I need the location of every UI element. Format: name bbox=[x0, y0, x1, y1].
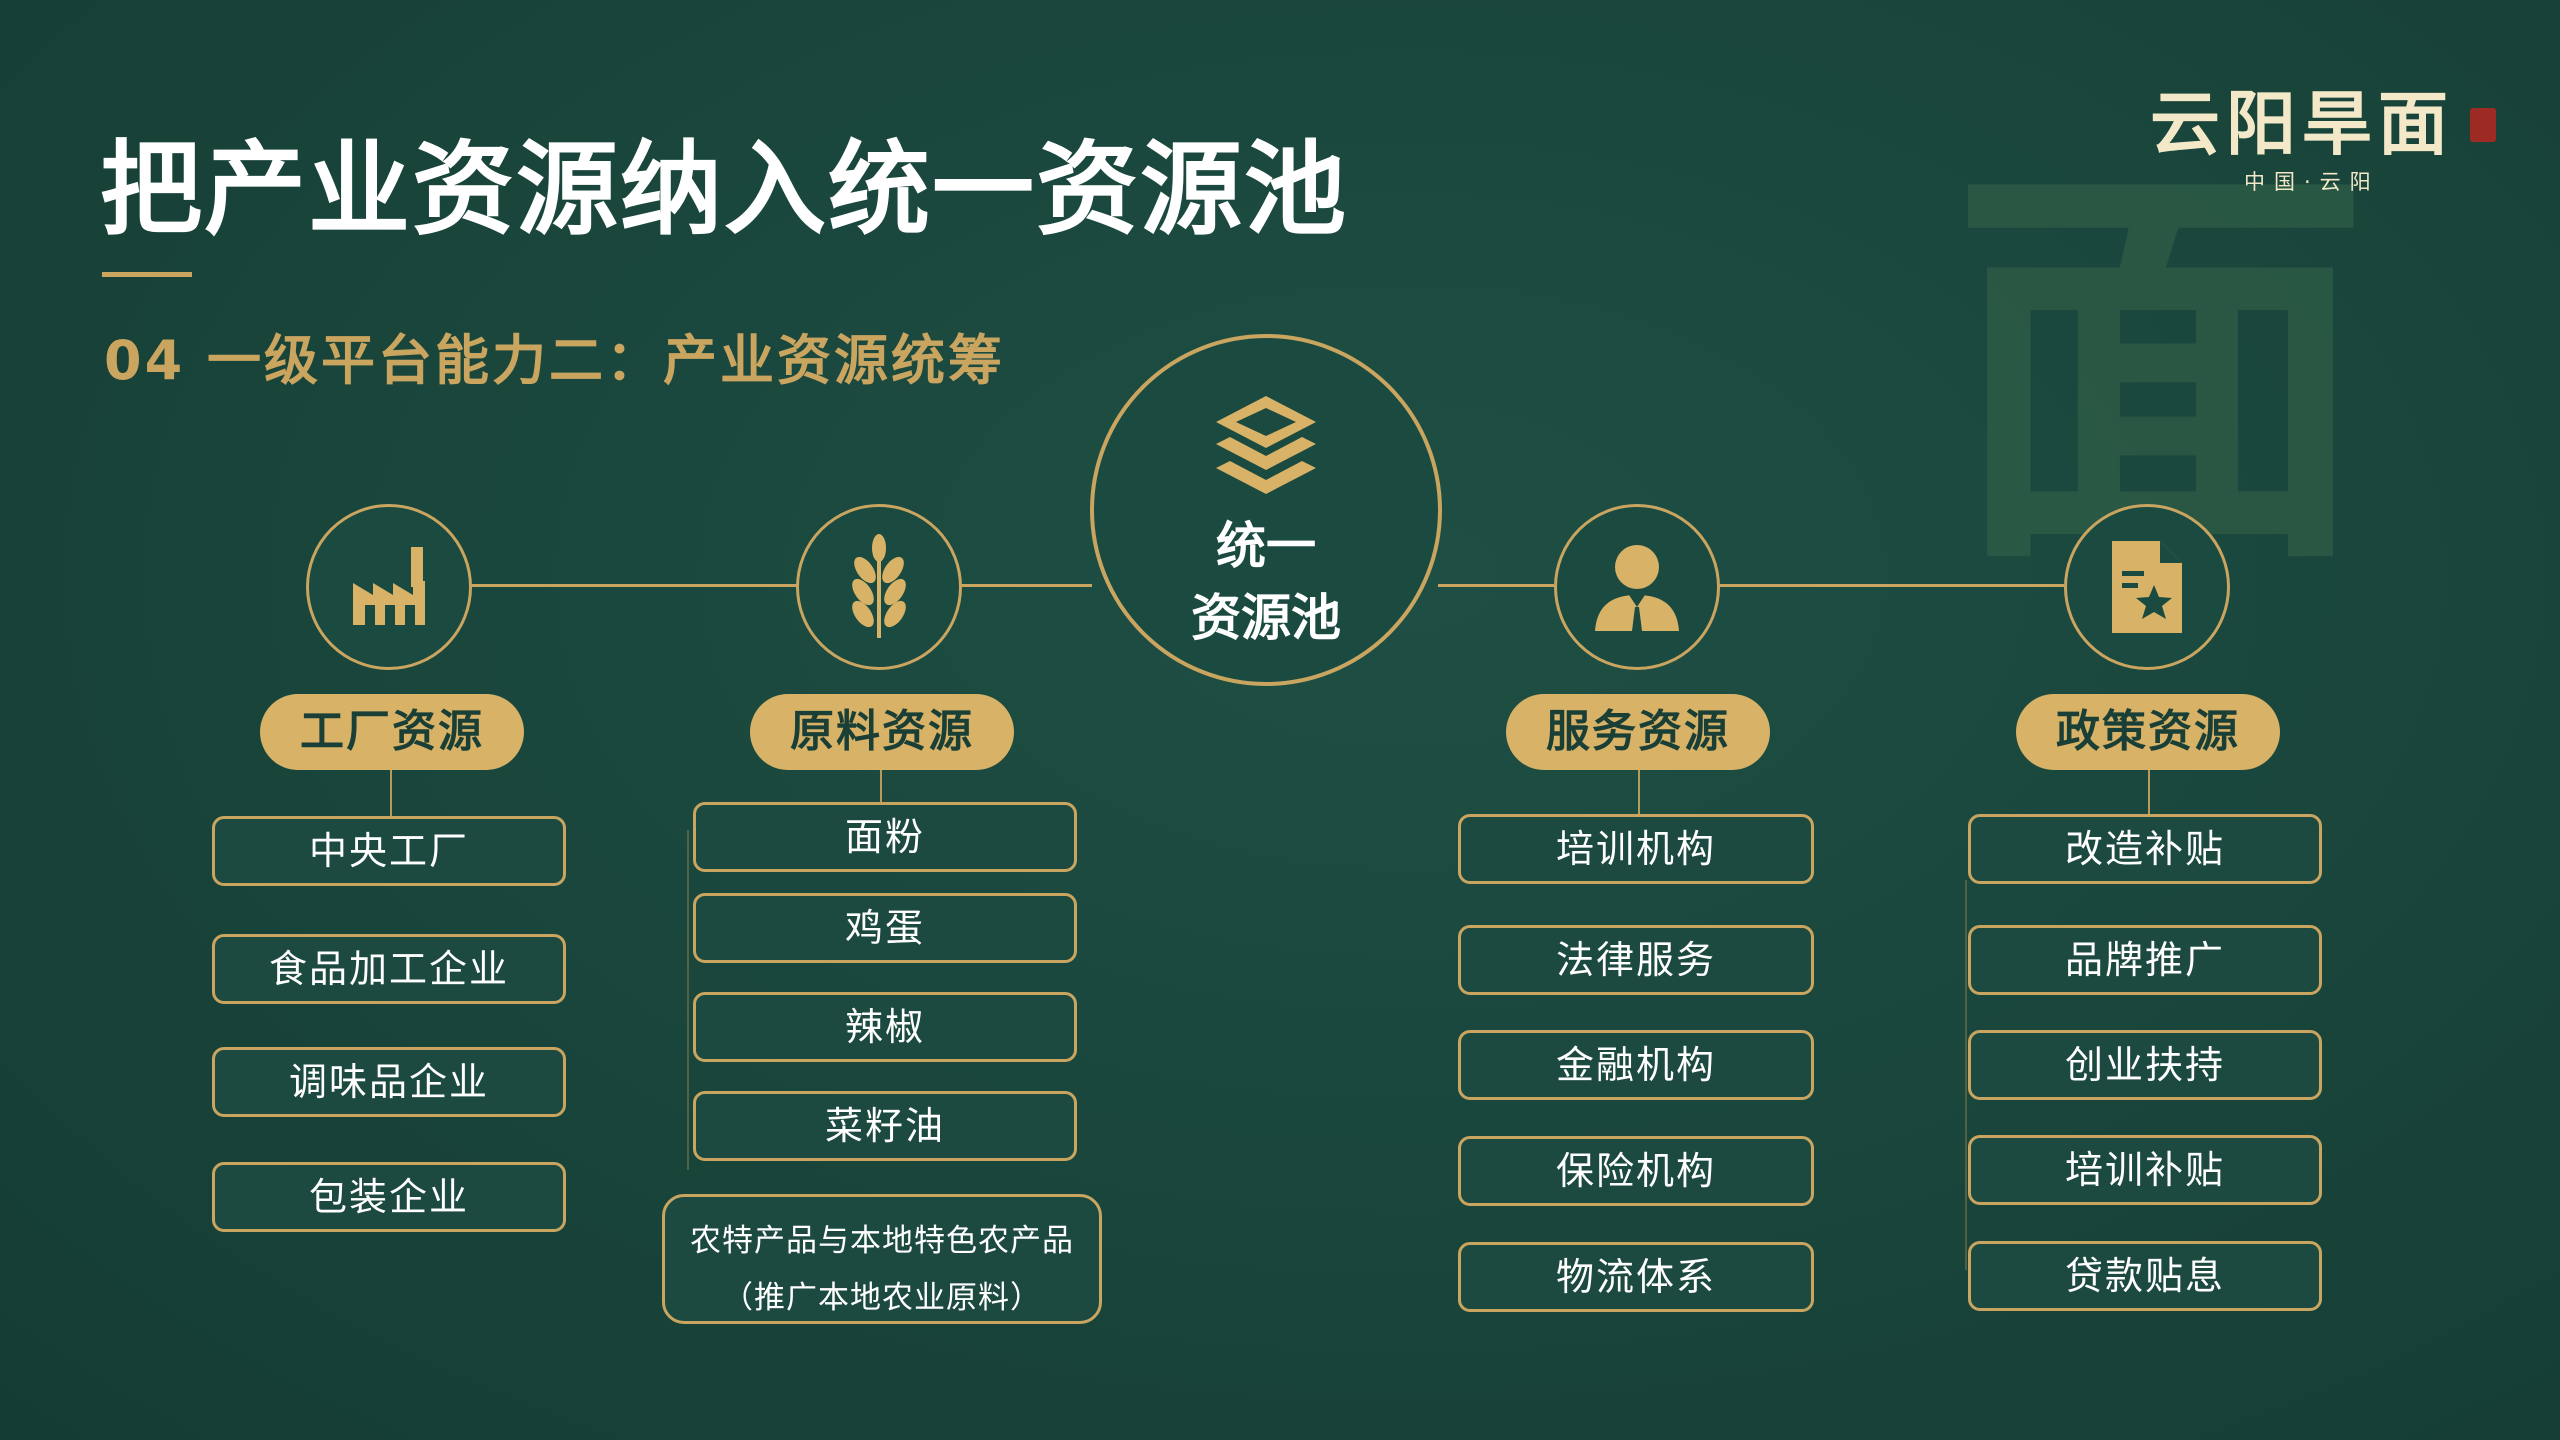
list-item: 中央工厂 bbox=[212, 816, 566, 886]
list-item: 物流体系 bbox=[1458, 1242, 1814, 1312]
list-item: 品牌推广 bbox=[1968, 925, 2322, 995]
title-underline bbox=[102, 272, 192, 277]
list-item: 辣椒 bbox=[693, 992, 1077, 1062]
policy-document-icon bbox=[2102, 535, 2192, 639]
brand-logo: 云阳旱面 bbox=[2150, 82, 2454, 165]
user-circle bbox=[1554, 504, 1720, 670]
list-item-specialty: 农特产品与本地特色农产品 （推广本地农业原料） bbox=[662, 1194, 1102, 1324]
list-item: 包装企业 bbox=[212, 1162, 566, 1232]
wheat-icon bbox=[834, 532, 924, 642]
factory-circle bbox=[306, 504, 472, 670]
connector-line bbox=[958, 584, 1092, 587]
center-label-line2: 资源池 bbox=[1191, 589, 1341, 647]
category-pill-service: 服务资源 bbox=[1506, 694, 1770, 770]
policy-circle bbox=[2064, 504, 2230, 670]
list-item: 培训机构 bbox=[1458, 814, 1814, 884]
list-item: 金融机构 bbox=[1458, 1030, 1814, 1100]
list-item: 贷款贴息 bbox=[1968, 1241, 2322, 1311]
bracket-line bbox=[687, 830, 689, 1170]
page-subtitle: 04 一级平台能力二：产业资源统筹 bbox=[104, 329, 1005, 392]
brand-seal bbox=[2470, 108, 2496, 142]
connector-line bbox=[1718, 584, 2064, 587]
center-label-line1: 统一 bbox=[1216, 517, 1316, 575]
brand-tagline: 中国·云阳 bbox=[2244, 170, 2380, 194]
connector-line bbox=[880, 770, 882, 802]
specialty-line-2: （推广本地农业原料） bbox=[722, 1280, 1042, 1316]
category-pill-material: 原料资源 bbox=[750, 694, 1014, 770]
user-icon bbox=[1589, 539, 1685, 635]
category-pill-policy: 政策资源 bbox=[2016, 694, 2280, 770]
list-item: 保险机构 bbox=[1458, 1136, 1814, 1206]
connector-line bbox=[1438, 584, 1554, 587]
resource-pool-circle: 统一 资源池 bbox=[1090, 334, 1442, 686]
list-item: 创业扶持 bbox=[1968, 1030, 2322, 1100]
connector-line bbox=[390, 770, 392, 816]
connector-line bbox=[2148, 770, 2150, 814]
list-item: 改造补贴 bbox=[1968, 814, 2322, 884]
list-item: 鸡蛋 bbox=[693, 893, 1077, 963]
specialty-line-1: 农特产品与本地特色农产品 bbox=[690, 1223, 1074, 1259]
list-item: 食品加工企业 bbox=[212, 934, 566, 1004]
connector-line bbox=[470, 584, 800, 587]
connector-line bbox=[1638, 770, 1640, 814]
list-item: 面粉 bbox=[693, 802, 1077, 872]
list-item: 培训补贴 bbox=[1968, 1135, 2322, 1205]
bracket-line bbox=[1965, 880, 1967, 1270]
list-item: 菜籽油 bbox=[693, 1091, 1077, 1161]
category-pill-factory: 工厂资源 bbox=[260, 694, 524, 770]
factory-icon bbox=[341, 539, 437, 635]
wheat-circle bbox=[796, 504, 962, 670]
list-item: 法律服务 bbox=[1458, 925, 1814, 995]
page-title: 把产业资源纳入统一资源池 bbox=[100, 131, 1348, 250]
layers-icon bbox=[1210, 390, 1322, 506]
list-item: 调味品企业 bbox=[212, 1047, 566, 1117]
